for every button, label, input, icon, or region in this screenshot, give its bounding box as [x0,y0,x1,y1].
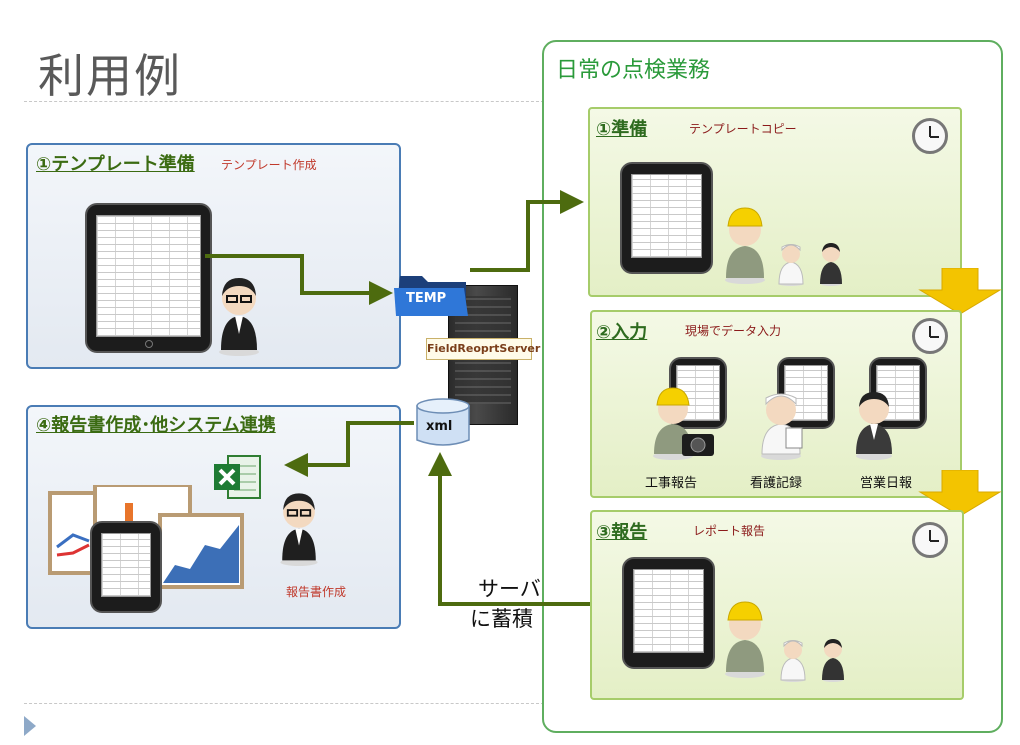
worker-icon [725,207,765,284]
excel-icon [214,455,261,499]
clock-icon [912,522,948,558]
role-nursing-label: 看護記録 [750,476,803,491]
server-label: FieldReoprtServer [426,338,540,360]
businessman-report-icon [280,493,318,566]
step1-tablet-icon [620,162,713,274]
step2-heading: ②入力 [596,322,648,343]
tablet-icon [85,203,212,353]
role-sales-label: 営業日報 [860,476,913,491]
nurse-record-icon [761,393,803,460]
nurse-icon [778,244,804,286]
report-panel-heading: ④報告書作成･他システム連携 [36,415,276,436]
folder-icon [394,276,468,316]
down-arrow-icon [918,268,1002,315]
template-panel-heading: ①テンプレート準備 [36,154,195,175]
bullet-arrow-icon [24,716,36,736]
database-icon [416,398,470,446]
daily-work-heading: 日常の点検業務 [556,58,711,83]
step3-sub: レポート報告 [693,524,766,538]
step2-sub: 現場でデータ入力 [685,324,782,338]
step1-sub: テンプレートコピー [689,122,797,136]
step1-heading: ①準備 [596,119,648,140]
clock-icon [912,318,948,354]
step3-tablet-icon [622,557,715,669]
footer-divider [24,703,544,704]
template-panel-sub: テンプレート作成 [221,158,317,172]
database-label: xml [426,419,453,434]
salesman-icon [820,243,842,286]
worker-report-icon [725,601,765,678]
report-caption: 報告書作成 [286,585,347,599]
folder-label: TEMP [406,291,447,306]
step2-tablet-3-icon [869,357,927,429]
page-title: 利用例 [38,49,182,103]
businessman-icon [219,278,259,356]
salesman-final-icon [822,639,844,682]
role-construction-label: 工事報告 [645,476,698,491]
nurse-report-icon [780,640,806,682]
worker-camera-icon [653,387,714,460]
server-caption-line2: に蓄積 [470,607,533,631]
server-caption: サーバ に蓄積 [470,574,541,634]
down-arrow-icon [918,470,1002,517]
server-caption-line1: サーバ [478,577,541,601]
salesman-report-icon [856,392,892,460]
title-divider [24,101,544,102]
report-tablet-icon [90,521,162,613]
clock-icon [912,118,948,154]
step3-heading: ③報告 [596,522,648,543]
template-panel [26,143,401,369]
